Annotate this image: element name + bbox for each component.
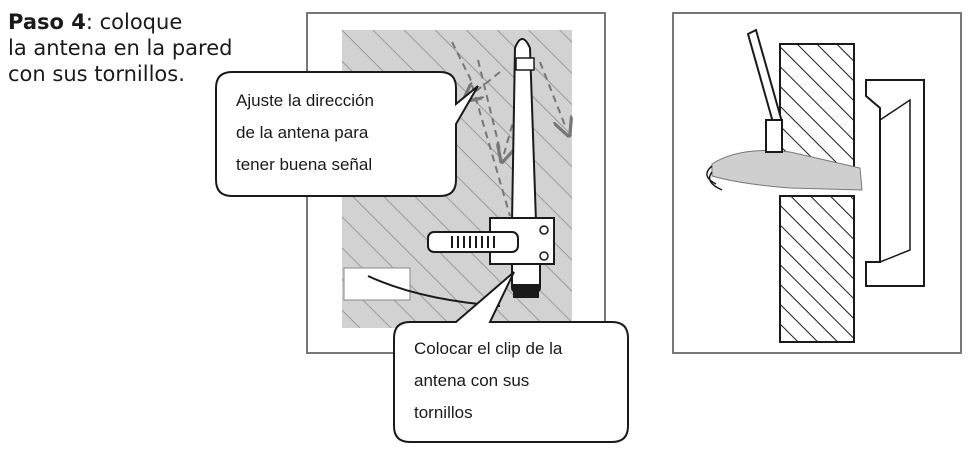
side-antenna-base: [765, 119, 783, 153]
callout-bottom-line-2: antena con sus: [414, 371, 529, 390]
instruction-line-1: Paso 4: coloque: [8, 9, 232, 35]
ghost-antenna-mid: [477, 59, 501, 151]
clip-screw-bottom: [539, 251, 549, 261]
wall-section-lower: [779, 195, 855, 343]
receiver-device-edge: [879, 98, 911, 263]
instruction-line-1-rest: : coloque: [85, 10, 183, 34]
adjustment-arrows: [451, 41, 566, 217]
wall-label-plate: [343, 267, 411, 301]
callout-top-line-1: Ajuste la dirección: [236, 91, 374, 110]
step-label: Paso 4: [8, 10, 86, 34]
arrow-left: [470, 71, 501, 96]
instruction-text: Paso 4: coloque la antena en la pared co…: [8, 9, 232, 87]
instruction-line-3: con sus tornillos.: [8, 62, 185, 86]
callout-bottom-line-1: Colocar el clip de la: [414, 339, 563, 358]
cable-through-wall: [711, 150, 863, 191]
clip-teeth: [451, 236, 495, 248]
antenna-clip: [427, 217, 555, 265]
callout-bottom: Colocar el clip de la antena con sus tor…: [393, 271, 629, 443]
callout-top-line-3: tener buena señal: [236, 155, 372, 174]
callout-bottom-bubble: [393, 271, 629, 443]
clip-strap: [427, 231, 519, 253]
clip-screw-top: [539, 225, 549, 235]
callout-top-line-2: de la antena para: [236, 123, 369, 142]
wall-section-upper: [779, 43, 855, 169]
antenna-connector: [513, 284, 539, 298]
cable-ends: [706, 165, 723, 191]
antenna: [510, 38, 541, 298]
antenna-whip: [510, 38, 538, 223]
callout-top: Ajuste la dirección de la antena para te…: [215, 71, 479, 197]
callout-bottom-line-3: tornillos: [414, 403, 473, 422]
instruction-line-2: la antena en la pared: [8, 36, 233, 60]
right-panel: [672, 12, 962, 354]
ghost-antenna-left: [451, 41, 511, 217]
antenna-band: [515, 57, 535, 71]
callout-top-bubble: [215, 71, 479, 197]
